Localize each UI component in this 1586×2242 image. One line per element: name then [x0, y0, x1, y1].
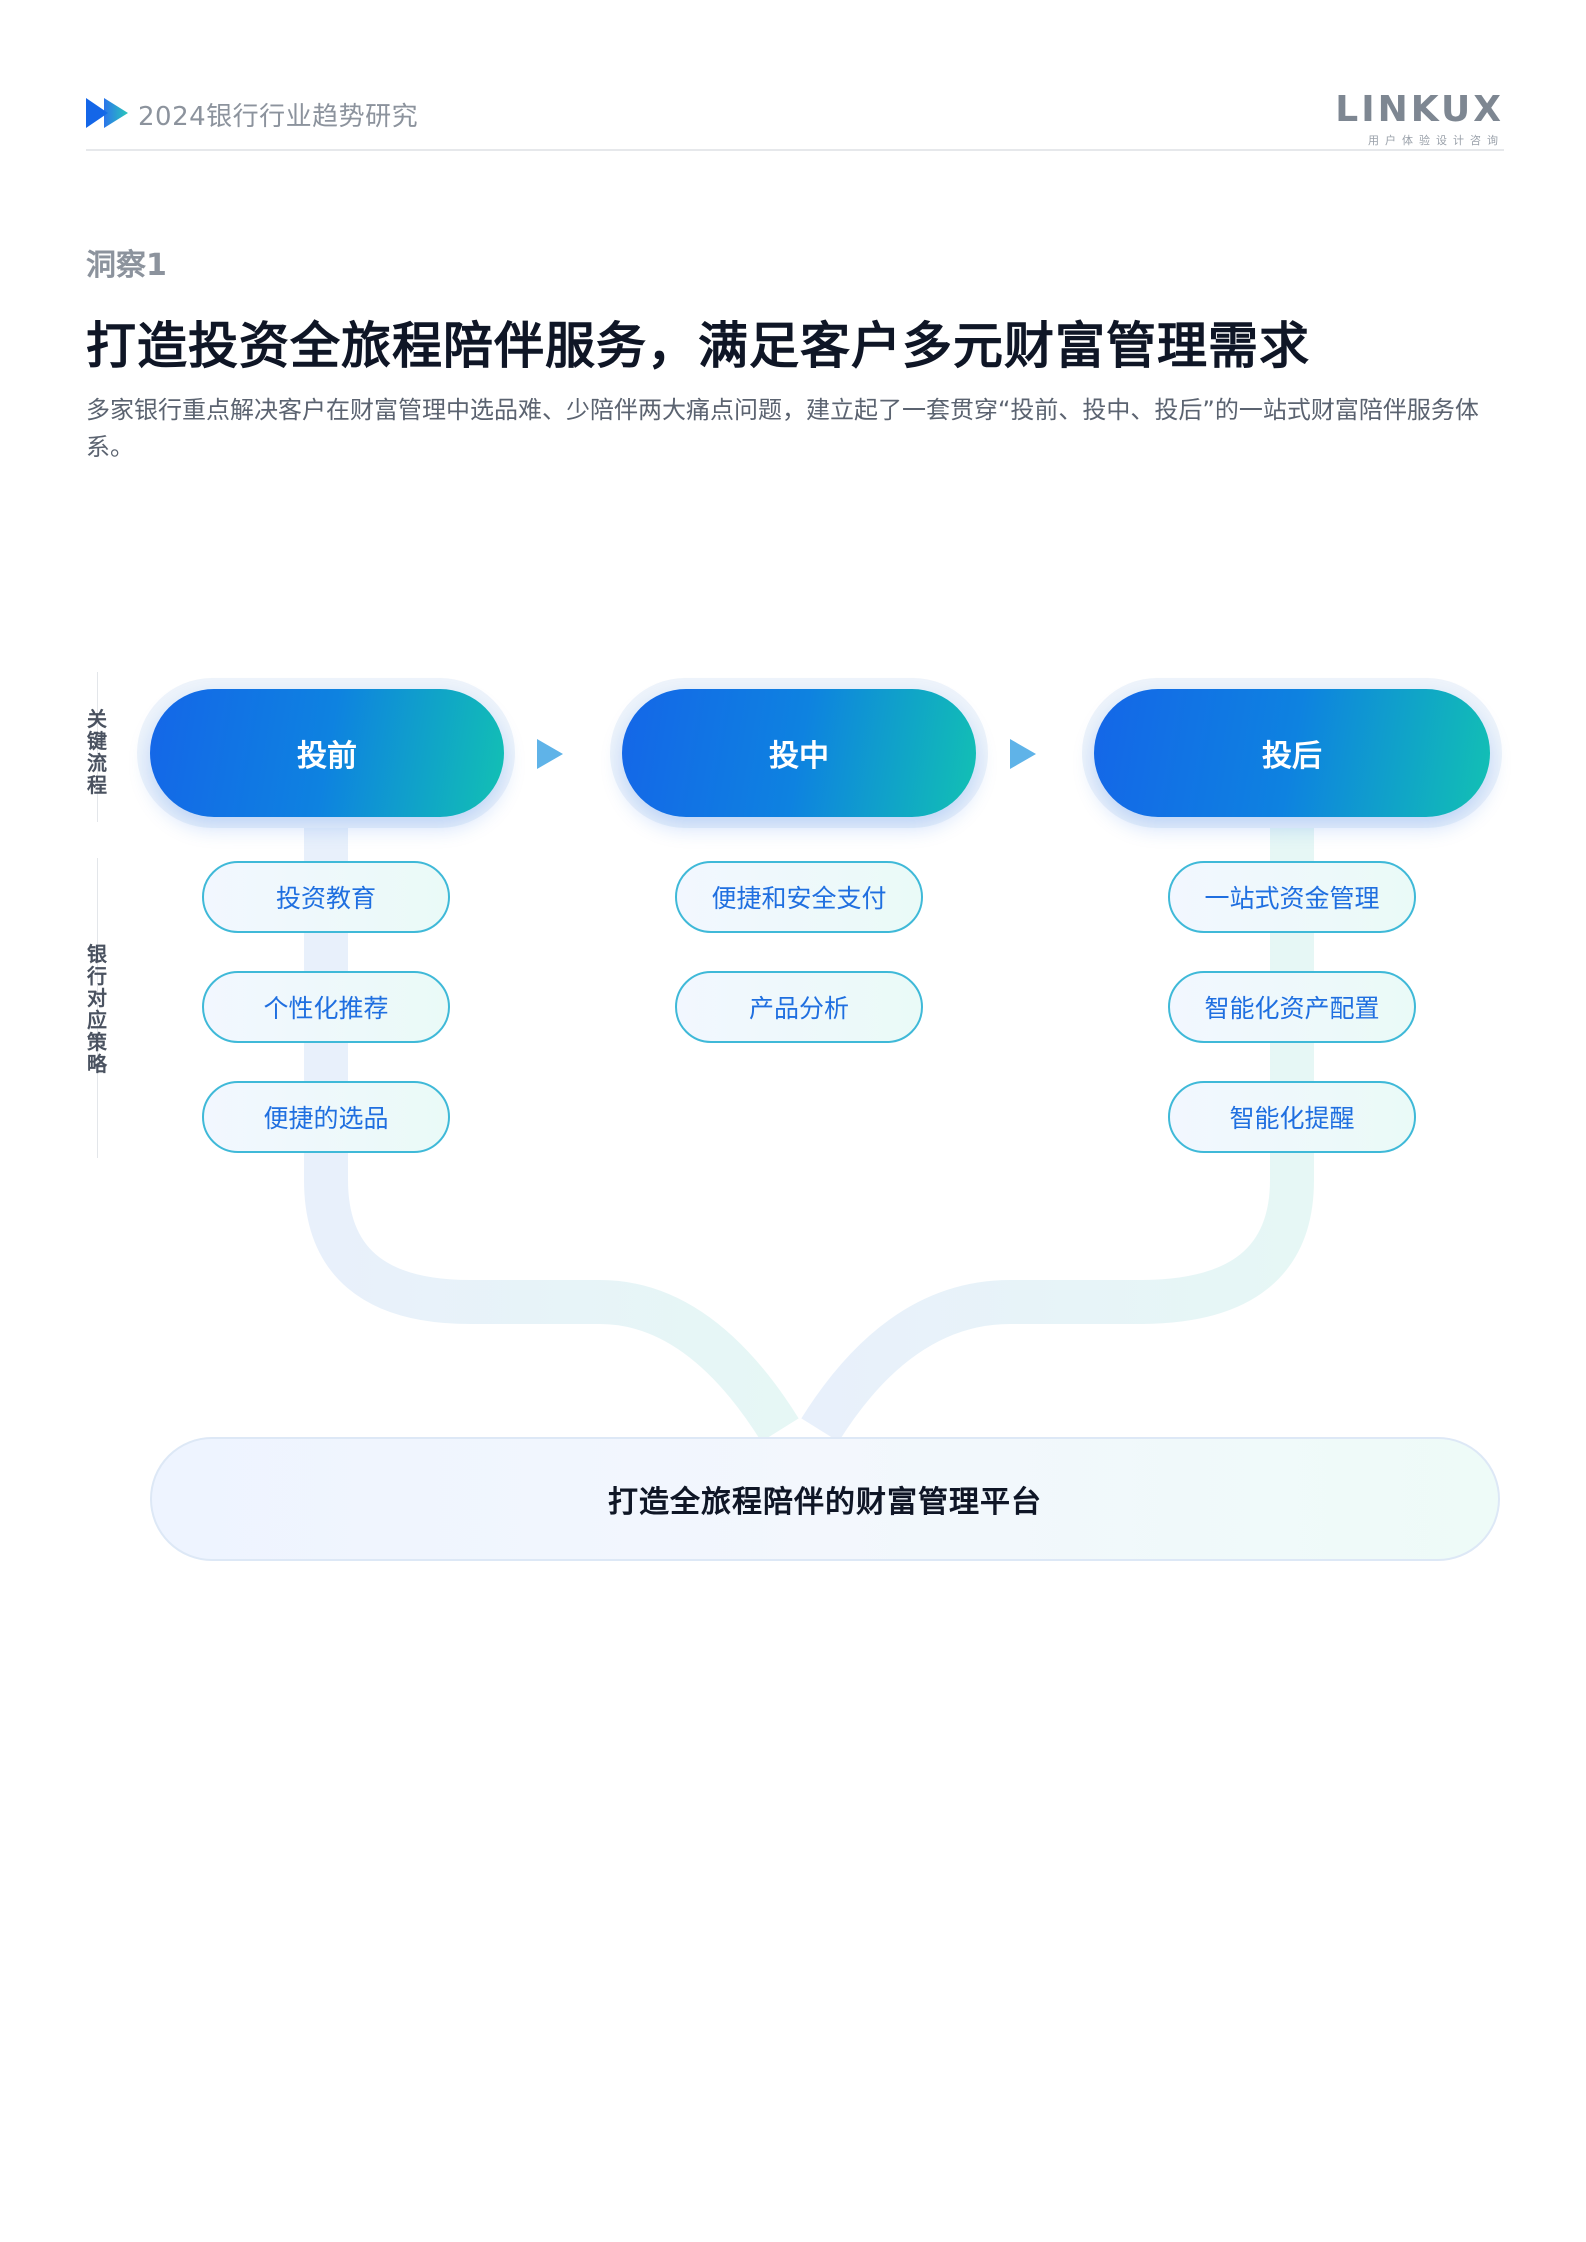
strategy-pill: 智能化提醒: [1168, 1081, 1416, 1153]
platform-banner: 打造全旅程陪伴的财富管理平台: [150, 1437, 1500, 1561]
row-label-bank-strategy: 银行对应策略: [87, 942, 107, 1076]
strategy-pill: 便捷和安全支付: [675, 861, 923, 933]
strategy-pill: 投资教育: [202, 861, 450, 933]
strategy-pill: 产品分析: [675, 971, 923, 1043]
insight-label: 洞察1: [86, 248, 167, 283]
row-divider: [97, 672, 98, 822]
triangle-arrow-icon: [537, 739, 563, 769]
play-arrows-icon: [86, 98, 128, 128]
stage-mid-investment: 投中: [622, 689, 976, 817]
report-title: 2024银行行业趋势研究: [138, 102, 419, 132]
brand-name: LINKUX: [1335, 89, 1504, 130]
brand-subtitle: 用户体验设计咨询: [1368, 134, 1504, 147]
header-divider: [86, 149, 1504, 151]
stage-post-investment: 投后: [1094, 689, 1490, 817]
row-label-key-process: 关键流程: [87, 707, 107, 797]
strategy-pill: 个性化推荐: [202, 971, 450, 1043]
strategy-pill: 智能化资产配置: [1168, 971, 1416, 1043]
triangle-arrow-icon: [1010, 739, 1036, 769]
stage-pre-investment: 投前: [150, 689, 504, 817]
strategy-pill: 一站式资金管理: [1168, 861, 1416, 933]
strategy-pill: 便捷的选品: [202, 1081, 450, 1153]
page-description: 多家银行重点解决客户在财富管理中选品难、少陪伴两大痛点问题，建立起了一套贯穿“投…: [86, 396, 1479, 461]
row-divider: [97, 858, 98, 1158]
page-title: 打造投资全旅程陪伴服务，满足客户多元财富管理需求: [86, 317, 1310, 375]
page-header: 2024银行行业趋势研究 LINKUX 用户体验设计咨询: [86, 90, 1504, 150]
brand-logo: LINKUX 用户体验设计咨询: [1334, 89, 1504, 148]
